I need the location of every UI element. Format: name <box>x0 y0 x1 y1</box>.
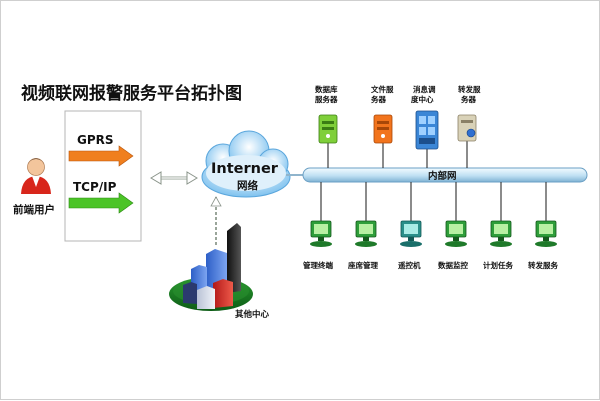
protocol-label-gprs: GPRS <box>77 133 114 147</box>
message-dispatch-server-icon <box>415 110 439 150</box>
server-label-3-line1: 消息调 <box>413 84 436 94</box>
lan-label: 内部网 <box>428 170 457 182</box>
internet-cloud-icon <box>201 130 291 198</box>
cloud-subtitle: 网络 <box>237 179 258 192</box>
other-center-buildings-icon <box>169 223 253 311</box>
arrow-gprs <box>68 145 134 167</box>
server-label-1-line1: 数据库 <box>315 84 338 94</box>
user-label: 前端用户 <box>13 203 55 216</box>
lan-bus <box>302 167 588 183</box>
client-label-5: 计划任务 <box>483 260 513 270</box>
arrow-tcpip <box>68 192 134 214</box>
client-label-6: 转发服务 <box>528 260 558 270</box>
server-label-4-line1: 转发服 <box>458 84 481 94</box>
client-label-1: 管理终端 <box>303 260 333 270</box>
server-connectors <box>327 141 468 168</box>
terminal-computer-icon-1 <box>310 220 332 247</box>
user-icon <box>21 158 51 194</box>
cloud-title: Interner <box>211 161 279 177</box>
forwarding-server-icon <box>457 114 477 142</box>
protocol-box <box>64 110 142 242</box>
double-arrow-icon <box>150 171 198 185</box>
client-terminals <box>320 182 547 221</box>
client-label-2: 座席管理 <box>347 260 378 270</box>
terminal-computer-icon-2 <box>355 220 377 247</box>
server-label-1-line2: 服务器 <box>315 94 338 104</box>
server-label-2-line2: 务器 <box>371 94 386 104</box>
file-server-icon <box>373 114 393 144</box>
terminal-computer-icon-4 <box>445 220 467 247</box>
protocol-label-tcpip: TCP/IP <box>73 180 117 194</box>
terminal-computer-icon-3 <box>400 220 422 247</box>
client-label-4: 数据监控 <box>438 260 468 270</box>
terminal-computer-icon-5 <box>490 220 512 247</box>
terminal-computer-icon-6 <box>535 220 557 247</box>
diagram-title: 视频联网报警服务平台拓扑图 <box>21 83 242 104</box>
database-server-icon <box>318 114 338 144</box>
client-label-3: 遥控机 <box>398 260 421 270</box>
other-center-label: 其他中心 <box>235 309 270 320</box>
link-arrow-up-icon <box>210 196 222 207</box>
server-label-4-line2: 务器 <box>461 94 476 104</box>
server-label-3-line2: 度中心 <box>411 94 434 104</box>
server-label-2-line1: 文件服 <box>371 84 394 94</box>
